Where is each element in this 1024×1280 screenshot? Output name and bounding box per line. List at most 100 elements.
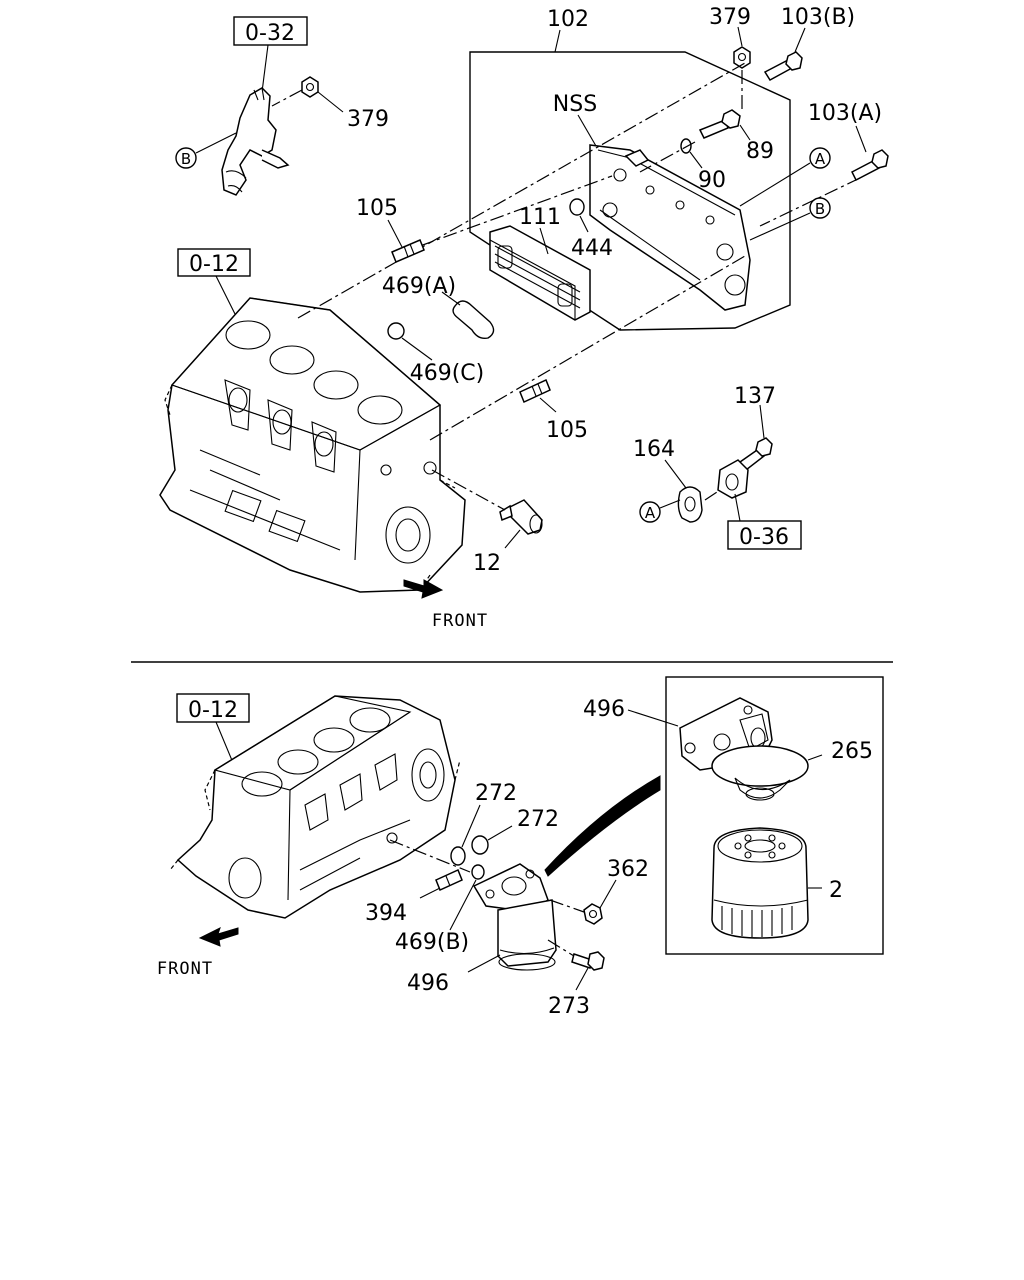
oring-444 bbox=[569, 198, 585, 216]
cooler-element-111 bbox=[489, 225, 591, 321]
oring-469b bbox=[471, 864, 485, 880]
leader-379-left bbox=[317, 91, 344, 113]
label-362: 362 bbox=[607, 857, 649, 882]
stud-105-top bbox=[391, 239, 425, 263]
axis-90 bbox=[639, 141, 696, 173]
callout-a-lower-label: A bbox=[645, 504, 656, 522]
axis-379-left bbox=[271, 89, 303, 107]
bolt-273 bbox=[571, 951, 605, 971]
label-2: 2 bbox=[829, 878, 843, 903]
ref-o12-lower-label: 0-12 bbox=[188, 698, 238, 723]
front-label-upper: FRONT bbox=[432, 611, 488, 631]
label-105-bottom: 105 bbox=[546, 418, 588, 443]
leader-103a bbox=[855, 125, 867, 153]
detail-zoom-wedge bbox=[544, 775, 661, 877]
leader-444 bbox=[579, 215, 589, 233]
leader-103b bbox=[794, 27, 806, 53]
axis-164 bbox=[704, 489, 721, 501]
label-102: 102 bbox=[547, 7, 589, 32]
ref-box-o12-upper: 0-12 bbox=[177, 248, 251, 277]
label-nss: NSS bbox=[553, 92, 597, 117]
stud-105-bottom bbox=[519, 378, 551, 404]
axis-362 bbox=[549, 899, 585, 913]
axis-273 bbox=[547, 939, 575, 957]
label-379-top: 379 bbox=[709, 5, 751, 30]
callout-a-right: A bbox=[809, 147, 831, 169]
nut-379-top bbox=[733, 46, 751, 69]
outlet-housing bbox=[221, 87, 290, 196]
ref-box-o12-lower: 0-12 bbox=[176, 693, 250, 723]
gasket-164 bbox=[677, 486, 703, 523]
leader-12 bbox=[504, 529, 521, 549]
oil-filter-2 bbox=[711, 827, 809, 939]
axis-103a bbox=[759, 177, 861, 227]
gasket-265 bbox=[711, 745, 809, 801]
leader-496-bottom bbox=[467, 954, 501, 973]
callout-b-left: B bbox=[175, 147, 197, 169]
leader-o32 bbox=[261, 44, 269, 93]
engine-block-lower bbox=[169, 695, 461, 919]
label-469a: 469(A) bbox=[382, 274, 456, 299]
leader-a-right bbox=[739, 162, 811, 207]
front-label-lower: FRONT bbox=[157, 959, 213, 979]
label-12: 12 bbox=[473, 551, 501, 576]
label-379-left: 379 bbox=[347, 107, 389, 132]
ref-o36-label: 0-36 bbox=[739, 525, 789, 550]
callout-b-right-label: B bbox=[815, 200, 825, 218]
label-469b: 469(B) bbox=[395, 930, 469, 955]
leader-164 bbox=[664, 459, 687, 489]
leader-105-top bbox=[387, 219, 403, 248]
oring-272-b bbox=[471, 835, 489, 855]
oil-cooler-body bbox=[589, 144, 751, 311]
bolt-137 bbox=[738, 437, 773, 472]
label-496-bottom: 496 bbox=[407, 971, 449, 996]
leader-nss bbox=[577, 114, 597, 147]
leader-89 bbox=[739, 124, 751, 141]
leader-102 bbox=[554, 29, 561, 53]
bolt-89 bbox=[698, 109, 741, 139]
label-105-top: 105 bbox=[356, 196, 398, 221]
label-103b: 103(B) bbox=[781, 5, 855, 30]
ref-o32-label: 0-32 bbox=[245, 21, 295, 46]
label-469c: 469(C) bbox=[410, 361, 485, 386]
bolt-103a bbox=[850, 149, 889, 182]
label-272-b: 272 bbox=[517, 807, 559, 832]
label-272-a: 272 bbox=[475, 781, 517, 806]
leader-469b bbox=[449, 879, 477, 931]
label-164: 164 bbox=[633, 437, 675, 462]
callout-a-right-label: A bbox=[815, 150, 826, 168]
detail-box bbox=[665, 676, 884, 955]
label-89: 89 bbox=[746, 139, 774, 164]
flange-fitting bbox=[717, 459, 749, 499]
label-90: 90 bbox=[698, 168, 726, 193]
leader-90 bbox=[689, 151, 703, 169]
label-265: 265 bbox=[831, 739, 873, 764]
leader-b-right bbox=[749, 212, 811, 241]
stud-394 bbox=[435, 868, 463, 892]
leader-272-a bbox=[461, 804, 481, 848]
label-273: 273 bbox=[548, 994, 590, 1019]
bolt-103b bbox=[763, 51, 803, 81]
leader-394 bbox=[419, 887, 441, 899]
washer-90 bbox=[680, 138, 692, 154]
axis-12 bbox=[431, 469, 506, 511]
label-111: 111 bbox=[519, 205, 561, 230]
leader-111 bbox=[539, 227, 549, 255]
callout-b-right: B bbox=[809, 197, 831, 219]
leader-o12-upper bbox=[215, 275, 239, 321]
nut-379-left bbox=[301, 76, 319, 98]
leader-362 bbox=[599, 879, 617, 909]
leader-469c bbox=[401, 337, 433, 361]
nut-362 bbox=[583, 903, 603, 925]
leader-b-left bbox=[195, 132, 237, 154]
axis-103b bbox=[297, 62, 746, 319]
axis-105-lower bbox=[429, 255, 746, 441]
ref-o12-upper-label: 0-12 bbox=[189, 252, 239, 277]
leader-137 bbox=[759, 404, 765, 439]
leader-265 bbox=[807, 754, 823, 761]
axis-105-upper bbox=[419, 175, 613, 247]
leader-273 bbox=[575, 967, 589, 991]
label-103a: 103(A) bbox=[808, 101, 882, 126]
